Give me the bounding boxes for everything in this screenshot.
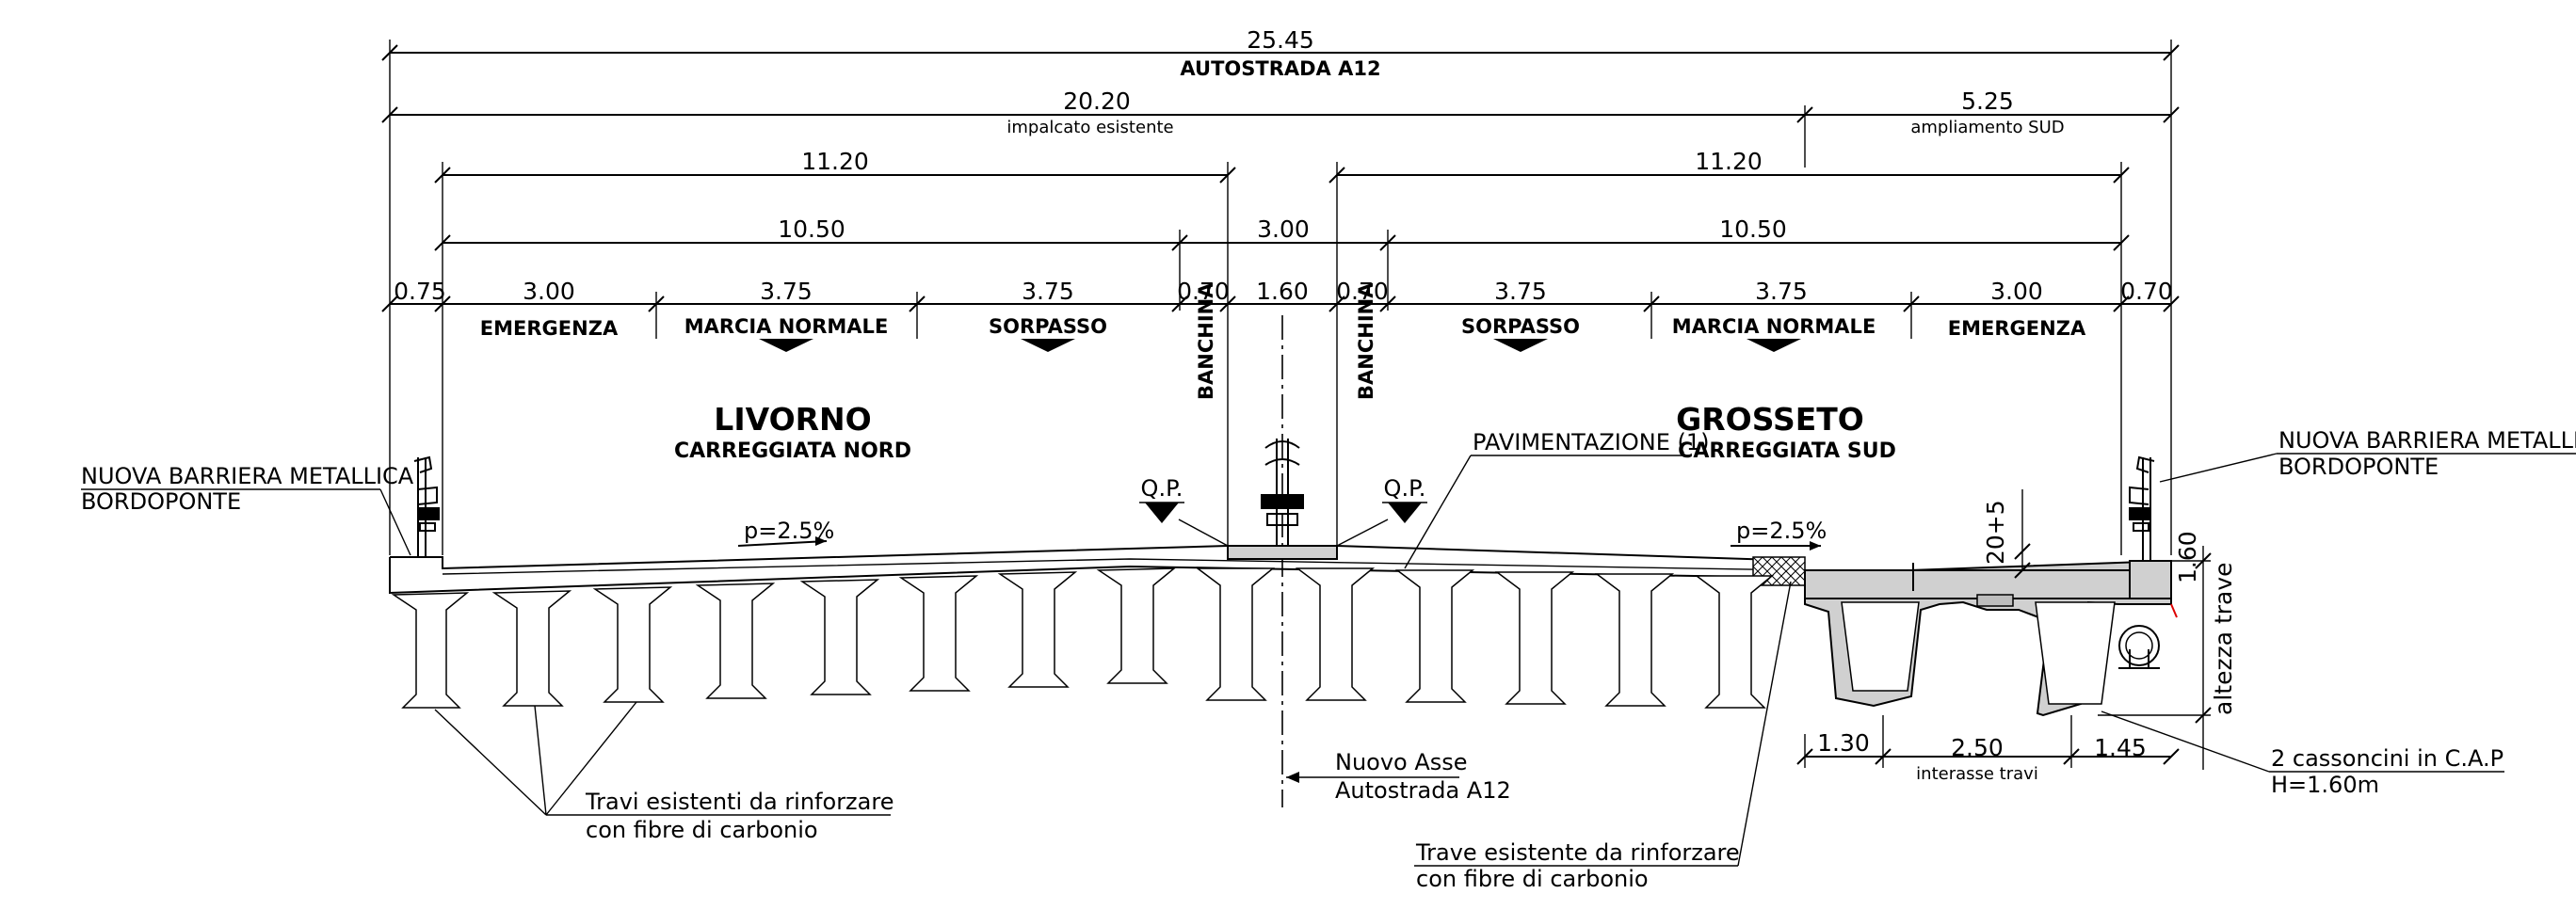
overall-width-value: 25.45	[1247, 26, 1314, 54]
existing-width-value: 20.20	[1063, 88, 1131, 115]
south-lane-1-value: 3.75	[1494, 278, 1547, 305]
pavement-callout: PAVIMENTAZIONE (1)	[1404, 429, 1710, 569]
direction-arrow	[1493, 339, 1548, 352]
existing-deck	[389, 545, 1806, 595]
direction-arrow	[759, 339, 813, 352]
widening-label: ampliamento SUD	[1910, 118, 2064, 137]
north-carriageway: CARREGGIATA NORD	[674, 439, 911, 463]
south-lanes-width: 10.50	[1719, 216, 1787, 243]
beams-callout: Travi esistenti da rinforzare con fibre …	[434, 701, 894, 843]
beams-note-line1: Travi esistenti da rinforzare	[585, 789, 894, 815]
south-lane-2-label: MARCIA NORMALE	[1672, 315, 1876, 338]
north-banchina-label: BANCHINA	[1195, 282, 1217, 400]
pavement-label: PAVIMENTAZIONE (1)	[1473, 429, 1710, 455]
north-total-width: 11.20	[801, 148, 869, 175]
existing-i-beams	[391, 567, 1775, 709]
box-girders-line2: H=1.60m	[2271, 772, 2379, 798]
box-girders-callout: 2 cassoncini in C.A.P H=1.60m	[2101, 710, 2504, 798]
north-lane-4-value: 0.70	[1177, 278, 1230, 305]
box-dim-left: 1.30	[1817, 729, 1870, 757]
south-lane-2-value: 3.75	[1755, 278, 1808, 305]
north-lane-3-value: 3.75	[1022, 278, 1074, 305]
lane-width-chain: 0.75 3.00 3.75 3.75 0.70 1.60 0.70 3.75 …	[381, 278, 2180, 312]
barrier-median	[1258, 439, 1307, 547]
height-label: altezza trave	[2210, 562, 2237, 715]
existing-deck-dimension: 20.20 impalcato esistente 5.25 ampliamen…	[381, 88, 2180, 168]
beam-note-line1: Trave esistente da rinforzare	[1415, 839, 1740, 866]
new-widening-deck	[1804, 559, 2178, 717]
north-lane-1-label: EMERGENZA	[480, 317, 619, 340]
south-banchina-label: BANCHINA	[1355, 282, 1377, 400]
south-lane-3-label: EMERGENZA	[1948, 317, 2086, 340]
south-lane-0-value: 0.70	[1336, 278, 1389, 305]
barrier-right-callout: NUOVA BARRIERA METALLICA BORDOPONTE	[2159, 427, 2576, 483]
qp-left-label: Q.P.	[1141, 475, 1183, 502]
box-girder-dimensions: 1.30 2.50 interasse travi 1.45	[1796, 715, 2180, 784]
carriageway-total-dimensions: 11.20 11.20	[434, 148, 2130, 184]
beam-note-line2: con fibre di carbonio	[1416, 866, 1649, 892]
lane-labels: EMERGENZA MARCIA NORMALE SORPASSO BANCHI…	[480, 282, 2086, 400]
north-lane-2-value: 3.75	[760, 278, 813, 305]
direction-arrow	[1021, 339, 1075, 352]
height-value: 1.60	[2174, 531, 2201, 583]
median-inner-width: 1.60	[1256, 278, 1309, 305]
slope-indicators: p=2.5% p=2.5%	[737, 518, 1827, 551]
median-curb	[1227, 545, 1338, 560]
new-axis-line2: Autostrada A12	[1335, 777, 1511, 804]
north-lane-3-label: SORPASSO	[989, 315, 1107, 338]
barrier-right-line1: NUOVA BARRIERA METALLICA	[2278, 427, 2576, 454]
extension-lines	[389, 40, 2172, 555]
north-city: LIVORNO	[714, 401, 871, 438]
barrier-left-line2: BORDOPONTE	[81, 488, 241, 515]
box-girders-line1: 2 cassoncini in C.A.P	[2271, 745, 2504, 772]
barrier-left	[413, 455, 440, 557]
south-carriageway: CARREGGIATA SUD	[1678, 439, 1896, 463]
box-dim-right: 1.45	[2094, 734, 2147, 761]
new-axis-callout: Nuovo Asse Autostrada A12	[1286, 749, 1511, 804]
widening-width-value: 5.25	[1961, 88, 2014, 115]
barrier-right-line2: BORDOPONTE	[2278, 454, 2439, 480]
pavement-thickness-label: 20+5	[1982, 500, 2009, 565]
box-dim-mid-label: interasse travi	[1916, 764, 2038, 784]
south-lane-3-value: 3.00	[1990, 278, 2043, 305]
lane-group-dimensions: 10.50 3.00 10.50	[434, 216, 2130, 251]
south-city: GROSSETO	[1676, 401, 1864, 438]
beam-callout: Trave esistente da rinforzare con fibre …	[1414, 581, 1792, 892]
qp-markers: Q.P. Q.P.	[1139, 475, 1427, 547]
north-lane-1-value: 3.00	[523, 278, 575, 305]
qp-right-label: Q.P.	[1384, 475, 1426, 502]
barrier-left-line1: NUOVA BARRIERA METALLICA	[81, 463, 414, 489]
beam-height-dimension: 1.60 altezza trave	[2098, 531, 2237, 770]
south-lane-4-value: 0.70	[2120, 278, 2173, 305]
pipe-utility	[2118, 625, 2160, 669]
direction-arrow	[1747, 339, 1801, 352]
south-total-width: 11.20	[1695, 148, 1763, 175]
overall-label: AUTOSTRADA A12	[1180, 57, 1380, 80]
barrier-right	[2129, 455, 2155, 561]
beams-note-line2: con fibre di carbonio	[586, 817, 818, 843]
barrier-left-callout: NUOVA BARRIERA METALLICA BORDOPONTE	[81, 463, 414, 556]
median-width: 3.00	[1257, 216, 1310, 243]
south-slope-label: p=2.5%	[1736, 518, 1827, 544]
pavement-thickness-dimension: 20+5	[1982, 489, 2031, 579]
north-lanes-width: 10.50	[778, 216, 845, 243]
new-axis-line1: Nuovo Asse	[1335, 749, 1468, 775]
north-lane-2-label: MARCIA NORMALE	[684, 315, 889, 338]
north-lane-0-value: 0.75	[394, 278, 446, 305]
existing-label: impalcato esistente	[1006, 118, 1173, 137]
pavement-hatch	[1752, 556, 1806, 586]
south-lane-1-label: SORPASSO	[1461, 315, 1580, 338]
box-dim-mid: 2.50	[1951, 734, 2004, 761]
overall-dimension: 25.45 AUTOSTRADA A12	[381, 26, 2180, 80]
carriageway-labels: LIVORNO CARREGGIATA NORD GROSSETO CARREG…	[674, 401, 1896, 463]
